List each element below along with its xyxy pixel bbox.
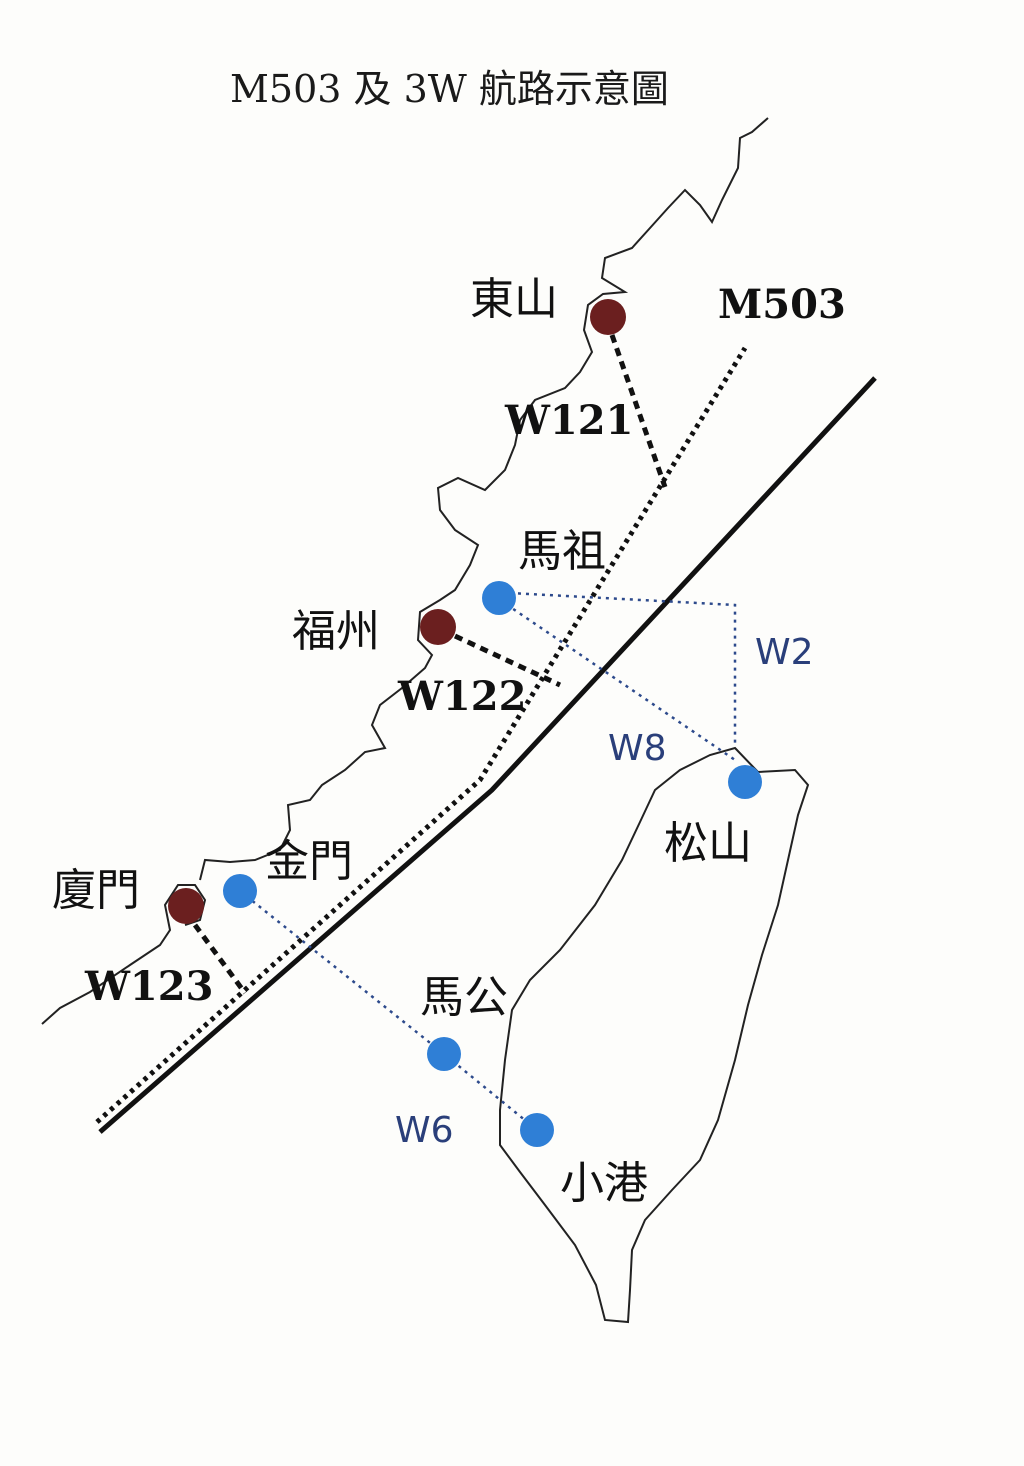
kinmen-point [223,874,257,908]
w123-label: W123 [84,963,213,1010]
matsu-label: 馬祖 [518,526,606,577]
w123-route-line [192,923,248,995]
w122-label: W122 [397,673,526,720]
fuzhou-point [420,609,456,645]
w122-route-line [453,633,562,688]
w121-label: W121 [504,397,633,444]
xiaogang-point [520,1113,554,1147]
mainland-coastline [41,117,769,1025]
magong-point [427,1037,461,1071]
m503-label: M503 [718,281,846,328]
taiwan-outline [499,746,810,1324]
songshan-point [728,765,762,799]
kinmen-label: 金門 [265,836,353,887]
w2-label: W2 [755,632,814,673]
magong-label: 馬公 [420,972,508,1023]
songshan-label: 松山 [664,818,752,869]
xiaogang-label: 小港 [560,1158,648,1209]
fuzhou-label: 福州 [292,606,380,657]
w2-route-line [509,591,737,745]
w8-label: W8 [608,728,667,769]
w6-label: W6 [395,1110,454,1151]
xiamen-label: 廈門 [52,865,140,916]
map-title: M503 及 3W 航路示意圖 [230,67,669,111]
dongshan-label: 東山 [470,274,558,325]
m503-route-line [95,346,748,1124]
dongshan-point [590,299,626,335]
xiamen-point [168,888,204,924]
median-line [98,376,877,1134]
matsu-point [482,581,516,615]
